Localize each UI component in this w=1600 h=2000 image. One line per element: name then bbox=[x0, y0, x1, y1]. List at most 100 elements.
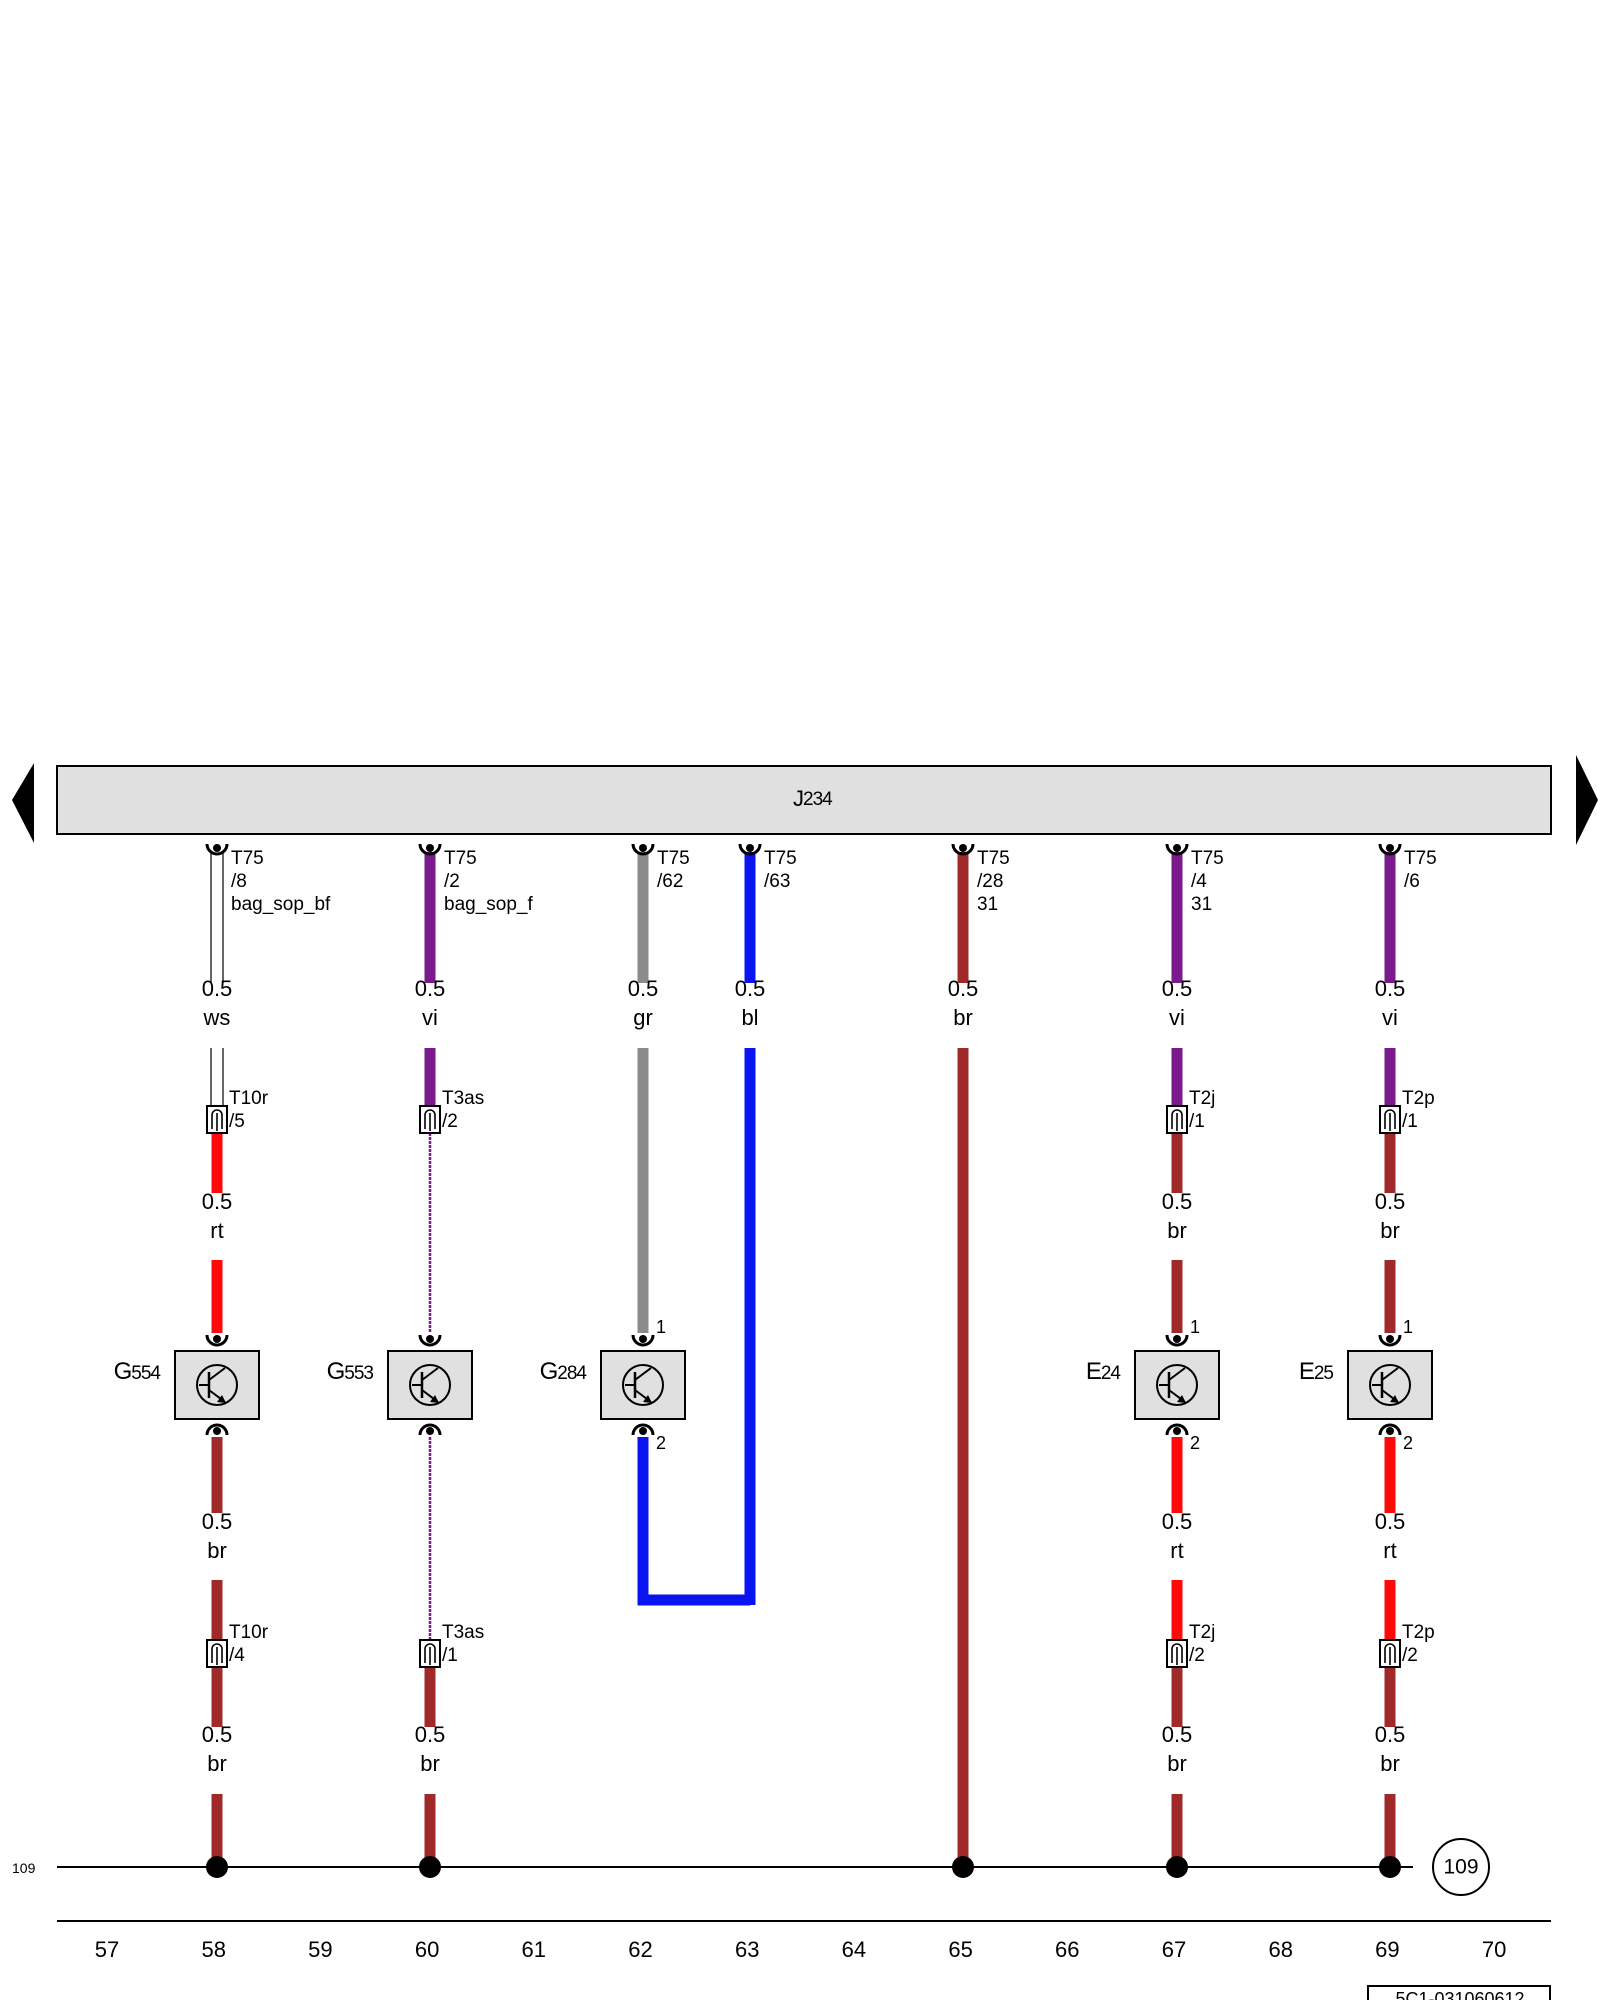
module-pin-62-dot bbox=[639, 844, 647, 852]
connector-T10r-upper-contact bbox=[211, 1109, 223, 1129]
wire-color-label: br bbox=[1380, 1218, 1400, 1243]
component-E25 bbox=[1347, 1350, 1433, 1420]
component-pin-top-58-arc bbox=[205, 1334, 229, 1347]
component-pin-top-62-dot bbox=[639, 1335, 647, 1343]
wire-color-label: br bbox=[207, 1538, 227, 1563]
pin-signal-label: bag_sop_bf bbox=[231, 894, 331, 915]
connector-pin-label: /1 bbox=[1402, 1111, 1418, 1132]
connector-T10r-upper bbox=[206, 1105, 228, 1134]
component-pin-top-67-arc bbox=[1165, 1334, 1189, 1347]
column-number: 57 bbox=[95, 1937, 119, 1962]
component-E25-body bbox=[1347, 1350, 1433, 1420]
component-G284-circle bbox=[622, 1364, 664, 1406]
column-number: 67 bbox=[1162, 1937, 1186, 1962]
connector-T3as-upper bbox=[419, 1105, 441, 1134]
component-index: 24 bbox=[1101, 1363, 1122, 1384]
wire-color-label: bl bbox=[741, 1005, 758, 1030]
wire-color-label: gr bbox=[633, 1005, 653, 1030]
wire-size-label: 0.5 bbox=[1162, 1189, 1193, 1214]
module-pin-65-dot bbox=[959, 844, 967, 852]
component-E24 bbox=[1134, 1350, 1220, 1420]
component-pin-bottom-58-dot bbox=[213, 1427, 221, 1435]
pin-name-label: T75 bbox=[444, 848, 477, 869]
module-pin-65-arc bbox=[951, 843, 975, 856]
pin-name-label: T75 bbox=[764, 848, 797, 869]
wire-color-label: br bbox=[1167, 1751, 1187, 1776]
component-pin-top-69-dot bbox=[1386, 1335, 1394, 1343]
pin-name-label: T75 bbox=[231, 848, 264, 869]
component-G554-collector bbox=[208, 1367, 226, 1381]
component-G284 bbox=[600, 1350, 686, 1420]
component-pin-bottom-69 bbox=[1378, 1423, 1402, 1436]
connector-T2p-lower bbox=[1379, 1639, 1401, 1668]
module-pin-69-dot bbox=[1386, 844, 1394, 852]
wire-size-label: 0.5 bbox=[948, 976, 979, 1001]
component-pin-bottom-67-arc bbox=[1165, 1423, 1189, 1436]
module-pin-65 bbox=[951, 843, 975, 856]
wire-size-label: 0.5 bbox=[415, 1722, 446, 1747]
connector-name-label: T2p bbox=[1402, 1088, 1435, 1109]
connector-name-label: T2j bbox=[1189, 1622, 1215, 1643]
connector-pin-label: /2 bbox=[1189, 1645, 1205, 1666]
component-label: G554 bbox=[114, 1358, 162, 1385]
pin-name-label: T75 bbox=[657, 848, 690, 869]
column-number: 70 bbox=[1482, 1937, 1506, 1962]
component-pin-bottom-62-dot bbox=[639, 1427, 647, 1435]
page-prev-arrow[interactable] bbox=[12, 763, 34, 843]
module-pin-60-arc bbox=[418, 843, 442, 856]
wire-color-label: vi bbox=[422, 1005, 438, 1030]
module-pin-69-arc bbox=[1378, 843, 1402, 856]
wire-size-label: 0.5 bbox=[1375, 1509, 1406, 1534]
component-E25-circle bbox=[1369, 1364, 1411, 1406]
component-pin-top-62-arc bbox=[631, 1334, 655, 1347]
label-layer: T75/8bag_sop_bf0.5ws0.5rtT10r/50.5brT10r… bbox=[114, 848, 1437, 1776]
module-pin-58-dot bbox=[213, 844, 221, 852]
doc-id-label: 5C1-031060612 bbox=[1395, 1989, 1524, 2000]
component-pin-top-69-arc bbox=[1378, 1334, 1402, 1347]
page-next-arrow[interactable] bbox=[1576, 755, 1598, 845]
component-G554-body bbox=[174, 1350, 260, 1420]
module-pin-67-dot bbox=[1173, 844, 1181, 852]
symbol-layer bbox=[174, 843, 1433, 1878]
module-label: J234 bbox=[793, 786, 833, 811]
component-pin-bottom-69-dot bbox=[1386, 1427, 1394, 1435]
connector-name-label: T10r bbox=[229, 1088, 269, 1109]
component-E24-circle bbox=[1156, 1364, 1198, 1406]
column-number: 58 bbox=[201, 1937, 225, 1962]
component-G284-collector bbox=[634, 1367, 652, 1381]
wire-color-label: rt bbox=[1383, 1538, 1396, 1563]
component-E24-arrow bbox=[1177, 1395, 1186, 1403]
column-number: 69 bbox=[1375, 1937, 1399, 1962]
wire-size-label: 0.5 bbox=[1375, 976, 1406, 1001]
wire-color-label: vi bbox=[1169, 1005, 1185, 1030]
wire-size-label: 0.5 bbox=[202, 976, 233, 1001]
module-pin-63-arc bbox=[738, 843, 762, 856]
wire-color-label: br bbox=[1380, 1751, 1400, 1776]
connector-T2p-upper-contact bbox=[1384, 1109, 1396, 1129]
component-label: G553 bbox=[327, 1358, 374, 1385]
connector-T2p-lower-contact bbox=[1384, 1643, 1396, 1663]
module-pin-60-dot bbox=[426, 844, 434, 852]
component-letter: E bbox=[1086, 1358, 1101, 1385]
connector-pin-label: /2 bbox=[442, 1111, 458, 1132]
wire-size-label: 0.5 bbox=[415, 976, 446, 1001]
connector-T2j-upper bbox=[1166, 1105, 1188, 1134]
component-pin-bottom-60 bbox=[418, 1423, 442, 1436]
connector-T3as-lower-contact bbox=[424, 1643, 436, 1663]
column-number: 60 bbox=[415, 1937, 439, 1962]
component-label: G284 bbox=[540, 1358, 588, 1385]
component-G553-body bbox=[387, 1350, 473, 1420]
connector-name-label: T3as bbox=[442, 1622, 484, 1643]
component-pin-top-67 bbox=[1165, 1334, 1189, 1347]
wire-size-label: 0.5 bbox=[628, 976, 659, 1001]
connector-T10r-lower bbox=[206, 1639, 228, 1668]
component-label: E25 bbox=[1299, 1358, 1334, 1385]
component-pin-number: 1 bbox=[1190, 1317, 1200, 1337]
connector-T3as-lower bbox=[419, 1639, 441, 1668]
component-G284-arrow bbox=[643, 1395, 652, 1403]
pin-number-label: /2 bbox=[444, 871, 460, 892]
wire-size-label: 0.5 bbox=[1162, 976, 1193, 1001]
pin-number-label: /6 bbox=[1404, 871, 1420, 892]
